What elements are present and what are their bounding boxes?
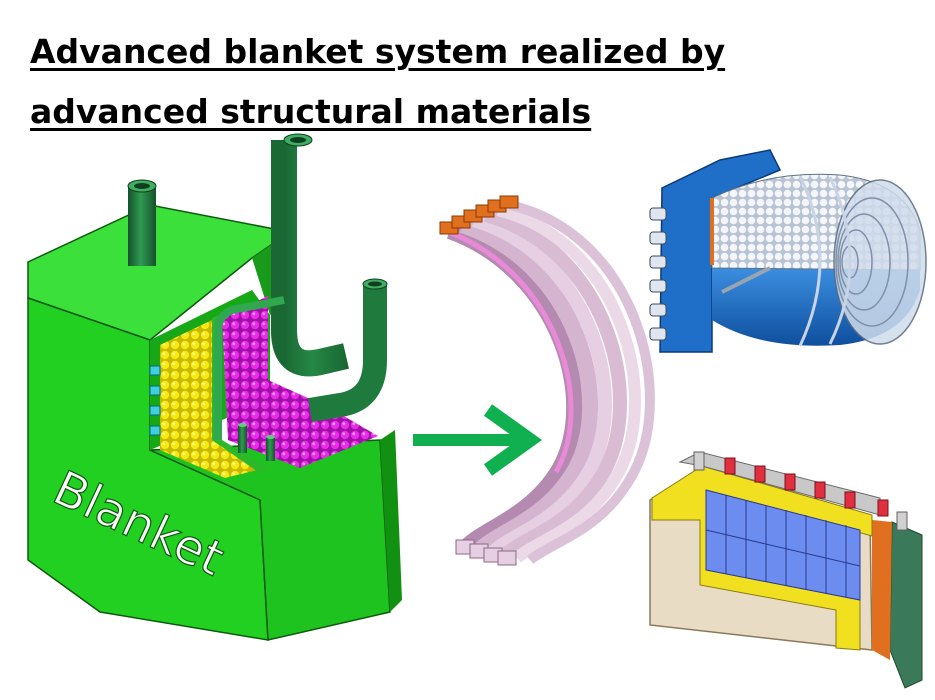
blanket-second-pipe	[308, 285, 387, 422]
nozzle-6	[649, 327, 667, 341]
inner-pipe-2	[266, 437, 275, 461]
yellow-pebble-bed	[160, 320, 265, 478]
inner-pipe-1	[238, 425, 247, 453]
sector-green-side	[889, 521, 923, 689]
title-line-1: Advanced blanket system realized by	[30, 32, 726, 71]
sector-gray-post	[693, 451, 705, 471]
blanket-second-pipe-hole	[368, 281, 382, 287]
sector-module	[649, 451, 923, 689]
cylinder-nozzles	[649, 207, 667, 341]
cylinder-hoop-2	[828, 176, 852, 345]
arrow-head	[483, 404, 543, 476]
coil-inner-pink	[447, 229, 574, 474]
blanket-lower-side	[380, 430, 402, 612]
sector-blue-cells	[705, 489, 861, 601]
nozzle-2	[649, 231, 667, 245]
red-nozzle-5	[844, 491, 856, 509]
nozzle-3	[649, 255, 667, 269]
coil-layer-3	[471, 213, 613, 560]
coil-layer-2	[459, 217, 599, 558]
blanket-manifold-tube	[214, 296, 285, 440]
title-line-2: advanced structural materials	[30, 92, 592, 131]
blanket-tall-pipe-hole	[290, 137, 306, 143]
coil-layer-5	[496, 204, 641, 563]
coil-tip-6	[499, 195, 519, 209]
red-nozzle-4	[814, 481, 826, 499]
cylindrical-module	[649, 149, 927, 353]
coil-layer-6	[508, 200, 655, 564]
cylinder-end-cap	[833, 179, 927, 345]
red-nozzle-3	[784, 473, 796, 491]
coolant-port-2	[149, 385, 161, 396]
cylinder-rod	[721, 266, 771, 294]
coil-layer-1	[446, 221, 585, 557]
coil-layer-4	[484, 208, 627, 562]
cylinder-ring-3	[839, 229, 873, 295]
blanket-tall-pipe-shade	[271, 140, 349, 377]
sector-yellow-frame	[651, 465, 873, 651]
inner-pipe-2-top	[266, 435, 275, 439]
magenta-pebble-bed	[222, 296, 378, 468]
curved-coil-module	[439, 195, 655, 566]
coil-orange-tips	[439, 195, 519, 235]
blue-cells-block	[705, 489, 861, 601]
transition-arrow	[413, 404, 543, 476]
nozzle-4	[649, 279, 667, 293]
cylinder-ring-2	[837, 213, 891, 311]
coolant-port-4	[149, 425, 161, 436]
page-title: Advanced blanket system realized by adva…	[30, 22, 910, 142]
red-nozzle-1	[724, 457, 736, 475]
sector-orange-layer	[872, 520, 892, 660]
sector-red-nozzles	[724, 457, 889, 517]
cylinder-ring-1	[835, 197, 909, 327]
arrow-shaft	[413, 434, 523, 446]
blanket-model: Blanket	[27, 133, 402, 641]
cell-row-1	[705, 529, 861, 567]
coil-end-4	[497, 550, 517, 566]
coolant-port-1	[149, 365, 161, 376]
sector-gray-post-right	[896, 511, 908, 531]
cylinder-flange	[659, 149, 782, 353]
coolant-port-3	[149, 405, 161, 416]
blanket-top-pipe-hole	[134, 183, 150, 189]
blanket-top-pipe	[128, 186, 156, 266]
nozzle-5	[649, 303, 667, 317]
nozzle-1	[649, 207, 667, 221]
inner-pipe-1-top	[238, 423, 247, 427]
red-nozzle-2	[754, 465, 766, 483]
coil-bottom-ends	[455, 539, 517, 566]
coil-stack	[446, 200, 655, 564]
cylinder-hoop-1	[798, 175, 822, 347]
red-nozzle-6	[877, 499, 889, 517]
